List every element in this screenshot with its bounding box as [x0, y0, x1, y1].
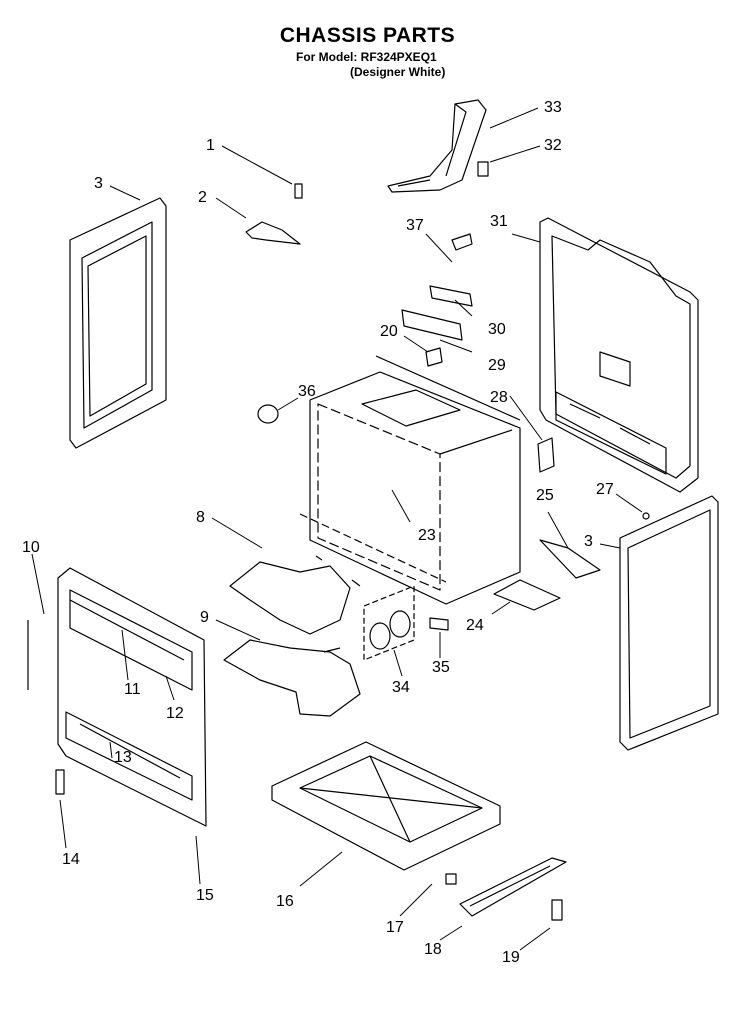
part-side-panel-left [69, 197, 167, 449]
part-oven-cavity [299, 355, 521, 605]
part-back-panel [539, 217, 699, 493]
callout-34: 34 [392, 679, 410, 696]
callout-23: 23 [418, 527, 436, 544]
callout-31: 31 [490, 213, 508, 230]
part-leveling-leg [55, 769, 65, 795]
part-broiler-pan [271, 741, 501, 871]
callout-17: 17 [386, 919, 404, 936]
callout-12: 12 [166, 705, 184, 722]
part-bolt [429, 617, 449, 631]
callout-27: 27 [596, 481, 614, 498]
part-knob [257, 404, 279, 424]
callout-33: 33 [544, 99, 562, 116]
callout-29: 29 [488, 357, 506, 374]
part-bake-element [223, 639, 361, 717]
callout-2: 2 [198, 189, 207, 206]
part-latch [537, 437, 555, 473]
callout-16: 16 [276, 893, 294, 910]
part-bracket [245, 221, 301, 245]
part-drawer-clip [445, 873, 457, 885]
part-front-frame [57, 567, 207, 827]
part-mounting-bracket [401, 309, 463, 341]
callout-30: 30 [488, 321, 506, 338]
callout-9: 9 [200, 609, 209, 626]
finish-line: (Designer White) [350, 65, 446, 79]
part-clip [477, 161, 489, 177]
callout-3-left: 3 [94, 175, 103, 192]
leader-lines [31, 107, 643, 951]
part-leveling-bracket [493, 579, 561, 611]
callout-28: 28 [490, 389, 508, 406]
callout-19: 19 [502, 949, 520, 966]
callout-8: 8 [196, 509, 205, 526]
model-line: For Model: RF324PXEQ1 [296, 50, 437, 64]
callout-18: 18 [424, 941, 442, 958]
part-terminal-block [451, 233, 473, 251]
part-switch [425, 347, 443, 367]
part-side-panel-right [619, 495, 719, 751]
part-receptacle [363, 585, 415, 661]
callout-15: 15 [196, 887, 214, 904]
callout-37: 37 [406, 217, 424, 234]
callout-14: 14 [62, 851, 80, 868]
callout-1: 1 [206, 137, 215, 154]
callout-3-right: 3 [584, 533, 593, 550]
callout-36: 36 [298, 383, 316, 400]
callout-24: 24 [466, 617, 484, 634]
part-drawer-foot [551, 899, 563, 921]
callout-11: 11 [124, 681, 141, 698]
callout-32: 32 [544, 137, 562, 154]
callout-35: 35 [432, 659, 450, 676]
page-title: CHASSIS PARTS [279, 24, 456, 47]
part-screw-small [642, 512, 650, 520]
part-vent-duct [387, 99, 487, 193]
part-drawer-rail [459, 857, 567, 917]
part-broil-element [229, 555, 361, 635]
callout-13: 13 [114, 749, 132, 766]
callout-10: 10 [22, 539, 40, 556]
part-heat-shield [539, 539, 601, 579]
part-screw [294, 183, 303, 199]
callout-25: 25 [536, 487, 554, 504]
part-terminal-strip [429, 285, 473, 307]
callout-20: 20 [380, 323, 398, 340]
